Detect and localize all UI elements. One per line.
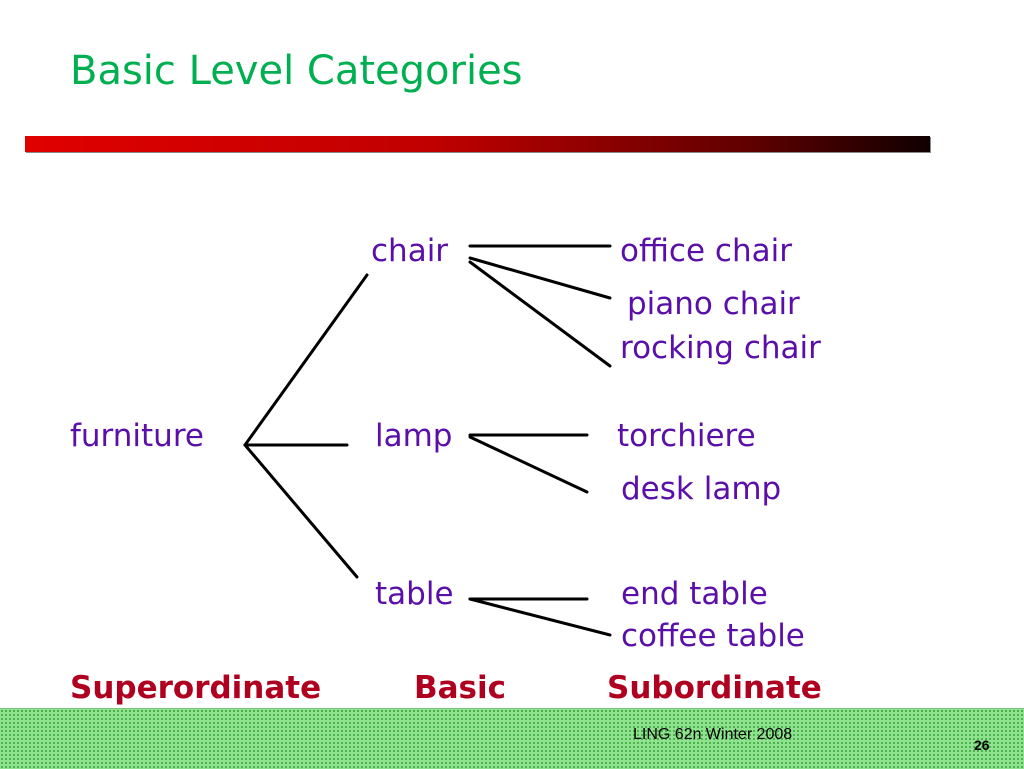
page-number: 26 bbox=[974, 737, 990, 753]
footer-band bbox=[0, 708, 1024, 769]
level-label-basic: Basic bbox=[414, 670, 507, 706]
edge-table-coffee-table bbox=[468, 597, 612, 637]
term-office-chair: office chair bbox=[620, 233, 792, 269]
term-end-table: end table bbox=[621, 576, 768, 612]
footer-course: LING 62n Winter 2008 bbox=[633, 726, 793, 743]
term-table: table bbox=[375, 576, 454, 612]
term-piano-chair: piano chair bbox=[627, 286, 800, 322]
term-lamp: lamp bbox=[375, 418, 453, 454]
level-label-superordinate: Superordinate bbox=[70, 670, 322, 706]
edge-furniture-chair bbox=[243, 273, 369, 447]
edge-chair-rocking-chair bbox=[468, 260, 612, 368]
term-desk-lamp: desk lamp bbox=[621, 471, 782, 507]
edge-lamp-desk-lamp bbox=[468, 435, 589, 494]
edge-chair-piano-chair bbox=[468, 256, 612, 300]
level-label-subordinate: Subordinate bbox=[607, 670, 822, 706]
edge-furniture-table bbox=[243, 443, 359, 579]
title-divider-bar bbox=[25, 136, 930, 152]
slide-title: Basic Level Categories bbox=[70, 48, 523, 94]
term-chair: chair bbox=[371, 233, 449, 269]
term-torchiere: torchiere bbox=[617, 418, 756, 454]
term-furniture: furniture bbox=[70, 418, 204, 454]
term-coffee-table: coffee table bbox=[621, 618, 805, 654]
term-rocking-chair: rocking chair bbox=[620, 330, 821, 366]
